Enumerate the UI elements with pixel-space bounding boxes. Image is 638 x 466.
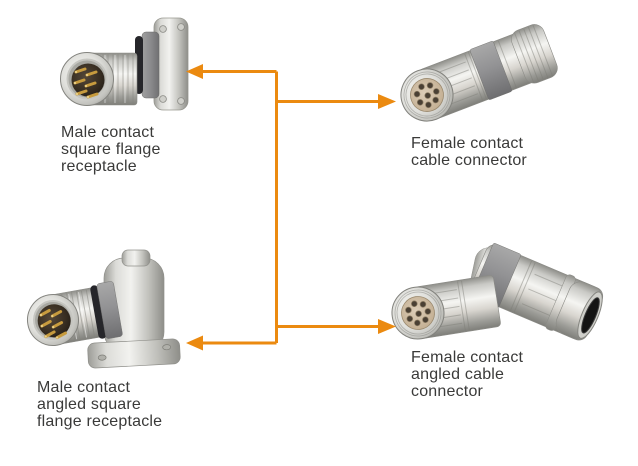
cable-entry-hole [581, 297, 600, 334]
flange-hole [177, 23, 185, 31]
label-line: Male contact [37, 379, 131, 396]
flange-hole [159, 25, 167, 33]
female-angled-cable-connector-image [391, 243, 604, 341]
flange-hole [177, 97, 185, 105]
cable-gland-cap [511, 24, 558, 84]
label-line: cable connector [411, 152, 527, 169]
flange-hole [97, 354, 107, 361]
mounting-flange [87, 338, 181, 369]
male-angled-square-flange-receptacle-image [27, 249, 181, 369]
arrow-left-top-icon [186, 64, 277, 79]
contact-cavity [71, 63, 105, 97]
label-line: connector [411, 383, 484, 400]
label-line: square flange [61, 141, 161, 158]
gray-band [469, 41, 512, 100]
body-top-tab [121, 249, 151, 267]
label-line: receptacle [61, 158, 137, 175]
female-socket-holes [405, 300, 432, 327]
gray-band [96, 281, 123, 339]
label-line: flange receptacle [37, 413, 163, 430]
label-line: angled square [37, 396, 142, 413]
gray-band [141, 31, 160, 99]
male-pins [39, 308, 67, 340]
label-male-angled-square-flange-receptacle: Male contact angled square flange recept… [37, 379, 162, 430]
label-line: Female contact [411, 135, 524, 152]
mating-arrows [186, 64, 396, 351]
female-socket-holes [413, 82, 440, 109]
label-female-angled-cable-connector: Female contact angled cable connector [411, 349, 523, 400]
arrow-right-bottom-icon [276, 319, 396, 334]
male-square-flange-receptacle-image [60, 17, 189, 111]
flange-hole [159, 95, 167, 103]
arrow-right-top-icon [276, 94, 396, 109]
o-ring [90, 285, 107, 339]
male-pins [73, 67, 99, 99]
label-female-cable-connector: Female contact cable connector [411, 135, 527, 169]
arrow-left-bottom-icon [186, 335, 277, 351]
flange-hole [162, 344, 172, 351]
label-line: Female contact [411, 349, 524, 366]
label-male-square-flange-receptacle: Male contact square flange receptacle [61, 124, 161, 175]
label-line: Male contact [61, 124, 155, 141]
female-cable-connector-image [400, 24, 558, 122]
label-line: angled cable [411, 366, 505, 383]
